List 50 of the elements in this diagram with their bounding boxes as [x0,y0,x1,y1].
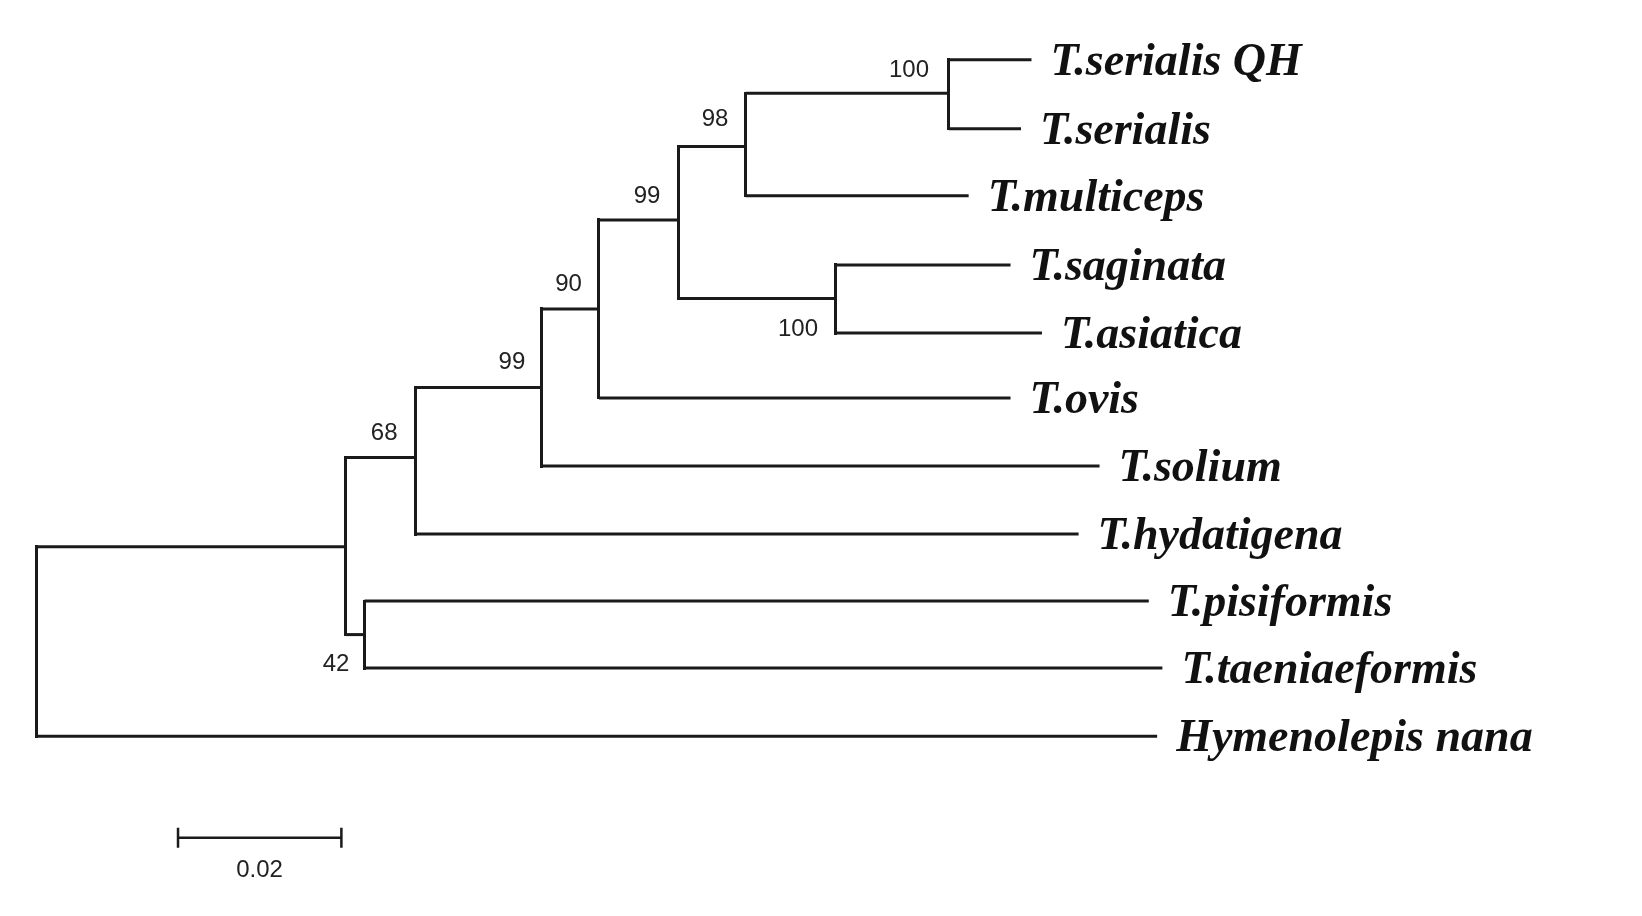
branch-node [362,599,366,670]
branch-node [414,385,418,536]
tree-branch [541,464,1100,468]
taxon-label: T.solium [1099,440,1282,492]
taxon-label: T.asiatica [1041,307,1242,359]
tree-branch [415,385,542,389]
branch-node [677,145,681,300]
tree-branch [678,145,746,149]
branch-node [597,218,601,400]
taxon-label: T.ovis [1010,371,1139,424]
branch-node [834,263,838,335]
tree-branch [745,91,949,95]
taxon-label: T.taeniaeformis [1162,642,1478,695]
branch-node [539,307,543,468]
branch-node [947,58,951,131]
tree-branch [599,218,679,222]
bootstrap-value: 90 [555,269,582,296]
taxon-label: Hymenolepis nana [1157,710,1533,763]
tree-branch [599,396,1011,400]
tree-branch [678,296,836,300]
tree-branch [36,545,346,549]
bootstrap-value: 99 [498,348,526,375]
tree-branch [541,307,599,311]
tree-branch [948,127,1021,131]
branch-node [344,456,348,637]
branch-node [744,91,748,198]
tree-branch [345,633,365,637]
tree-branch [948,58,1032,62]
tree-branch [364,599,1149,603]
tree-branch [835,263,1011,267]
bootstrap-value: 99 [633,181,661,208]
taxon-label: T.multiceps [968,169,1205,222]
taxon-label: T.hydatigena [1078,508,1343,561]
bootstrap-value: 100 [777,314,818,341]
tree-branch [345,456,416,460]
bootstrap-value: 42 [322,649,350,676]
taxon-label: T.serialis [1021,102,1211,155]
taxon-label: T.pisiformis [1148,575,1393,628]
tree-branch [364,666,1163,670]
taxon-label: T.serialis QH [1031,33,1302,86]
taxon-label: T.saginata [1010,238,1226,291]
tree-branch [36,734,1158,738]
branch-node [35,545,39,738]
tree-branch [835,331,1042,335]
bootstrap-value: 100 [888,56,929,83]
tree-branch [415,532,1079,536]
bootstrap-value: 68 [370,419,398,446]
bootstrap-value: 98 [701,105,729,132]
scale-value: 0.02 [236,856,283,883]
tree-branch [745,194,969,198]
